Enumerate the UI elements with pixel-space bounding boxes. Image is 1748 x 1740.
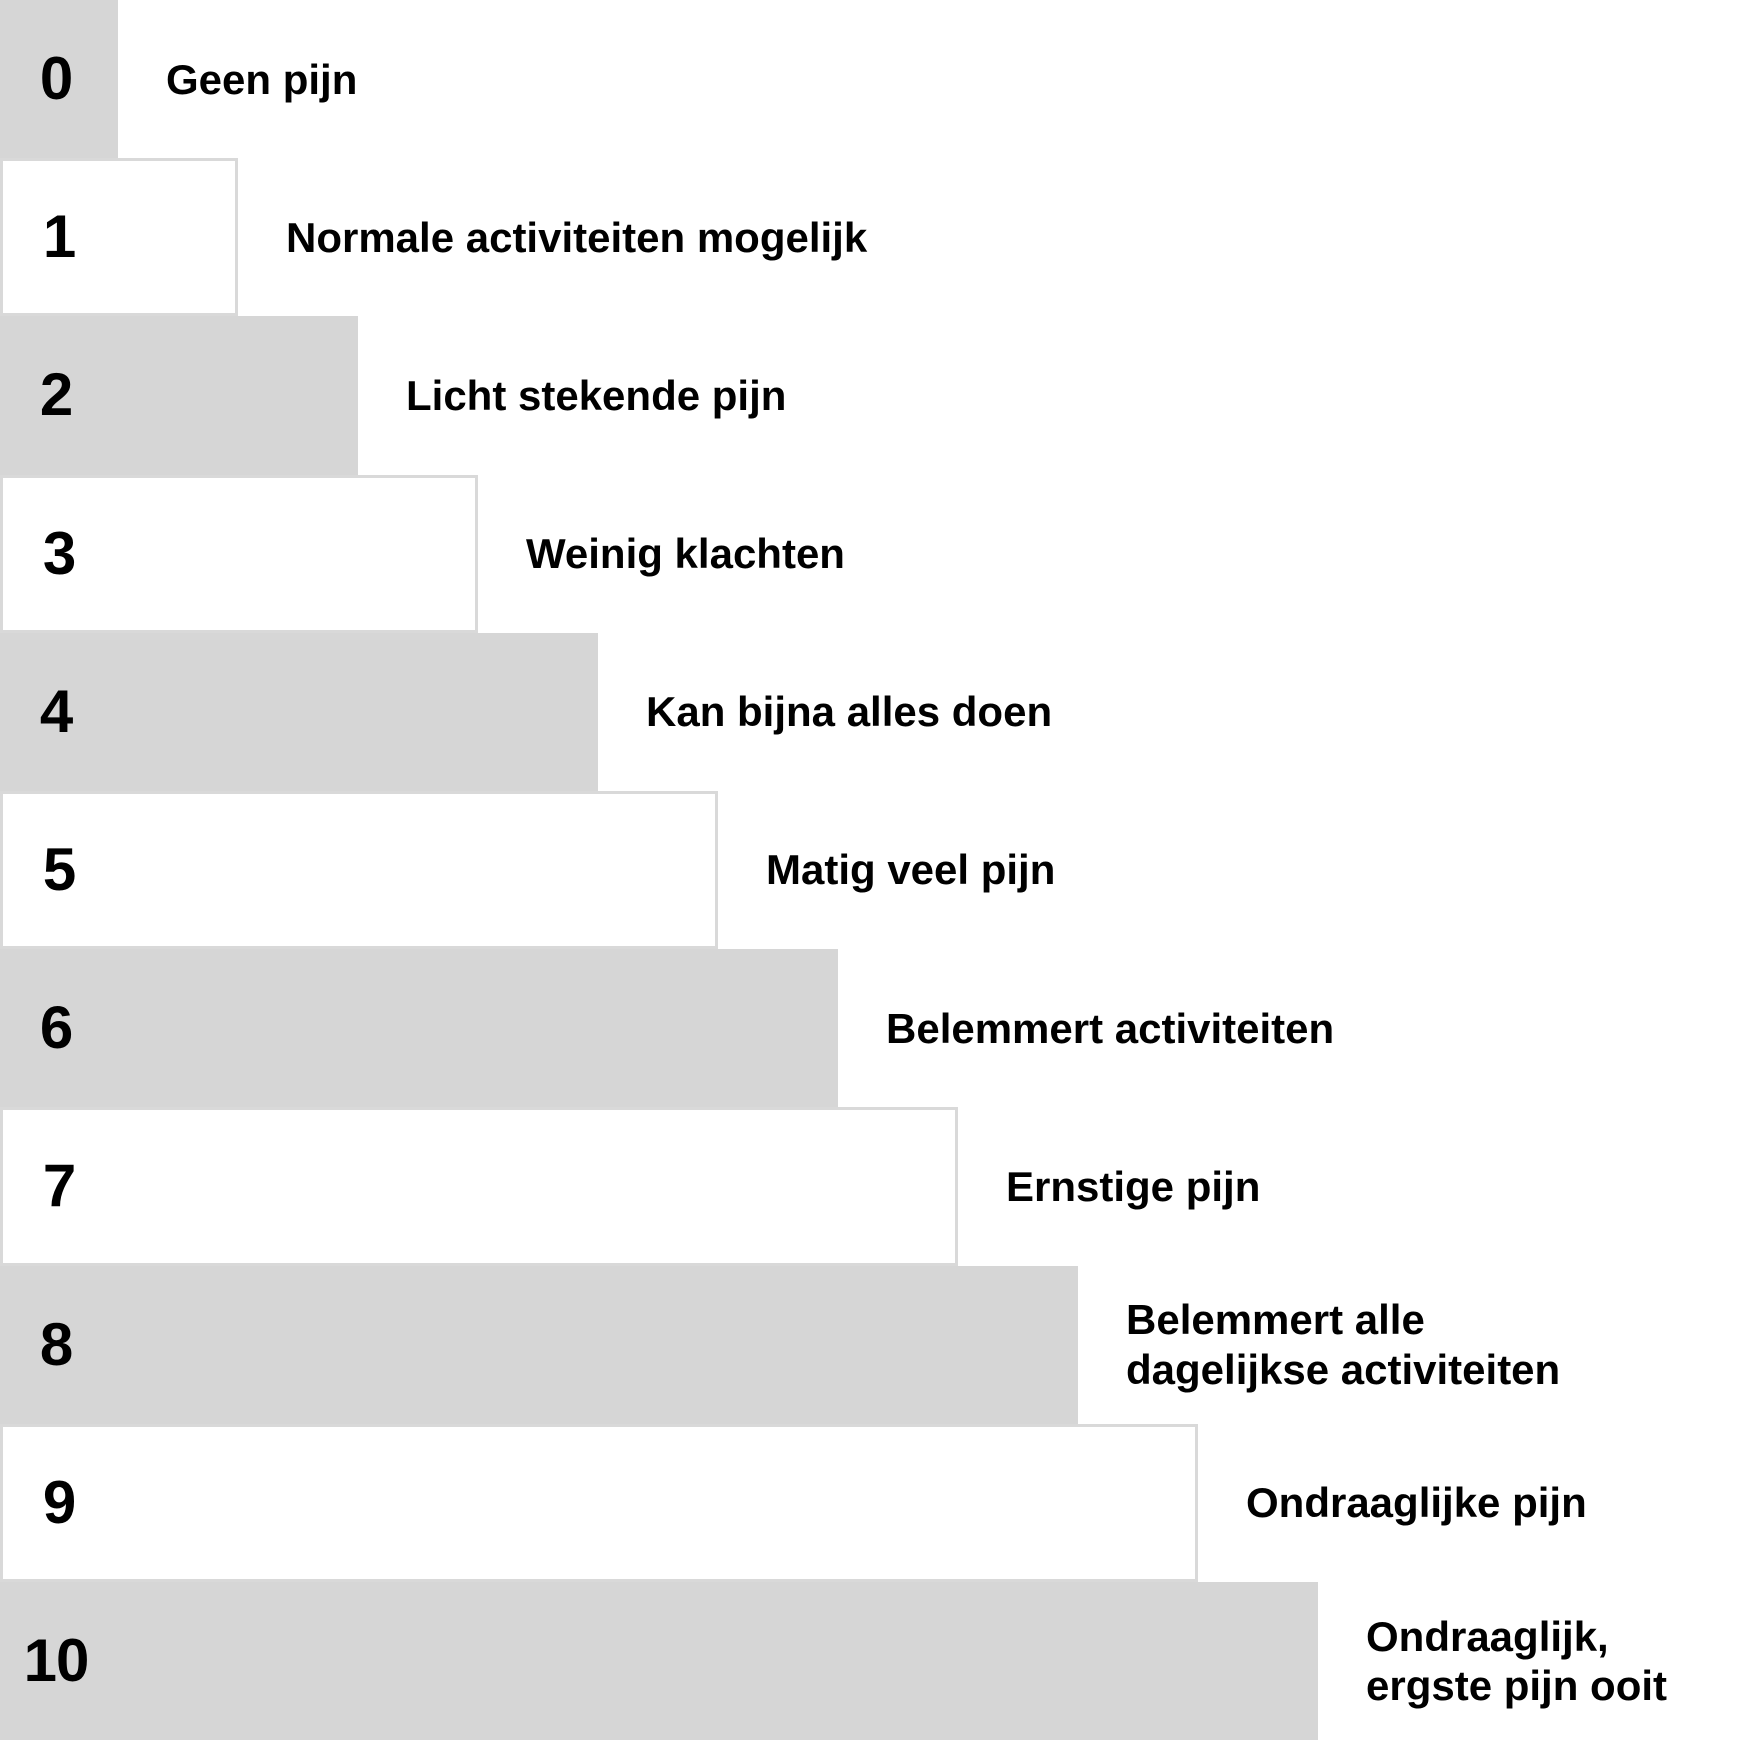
scale-label-8: Belemmert alle dagelijkse activiteiten [1126,1296,1561,1393]
scale-bar-10: 10 [0,1581,1318,1740]
scale-label-6: Belemmert activiteiten [886,1004,1335,1052]
scale-label-10: Ondraaglijk, ergste pijn ooit [1366,1612,1668,1709]
scale-number-0: 0 [39,45,73,113]
scale-row-9: 9 Ondraaglijke pijn [0,1423,1748,1582]
scale-number-5: 5 [42,836,76,904]
scale-row-10: 10 Ondraaglijk, ergste pijn ooit [0,1581,1748,1740]
scale-row-5: 5 Matig veel pijn [0,790,1748,950]
scale-row-4: 4 Kan bijna alles doen [0,632,1748,791]
scale-label-0: Geen pijn [166,55,358,103]
scale-row-7: 7 Ernstige pijn [0,1107,1748,1266]
scale-bar-2: 2 [0,316,358,475]
scale-row-3: 3 Weinig klachten [0,474,1748,633]
scale-label-1: Normale activiteiten mogelijk [286,213,868,261]
scale-number-6: 6 [39,994,73,1062]
scale-label-5: Matig veel pijn [766,846,1056,894]
scale-bar-3: 3 [0,474,478,633]
scale-row-1: 1 Normale activiteiten mogelijk [0,158,1748,317]
scale-bar-0: 0 [0,0,118,159]
scale-row-6: 6 Belemmert activiteiten [0,949,1748,1108]
scale-row-2: 2 Licht stekende pijn [0,316,1748,475]
scale-bar-5: 5 [0,790,718,950]
scale-number-7: 7 [42,1152,76,1220]
scale-number-8: 8 [39,1310,73,1378]
scale-number-9: 9 [42,1468,76,1536]
scale-row-0: 0 Geen pijn [0,0,1748,159]
scale-label-3: Weinig klachten [526,530,845,578]
scale-bar-8: 8 [0,1265,1078,1424]
scale-number-4: 4 [39,677,73,745]
scale-bar-4: 4 [0,632,598,791]
scale-bar-7: 7 [0,1107,958,1266]
scale-bar-6: 6 [0,949,838,1108]
scale-label-4: Kan bijna alles doen [646,688,1053,736]
scale-bar-1: 1 [0,158,238,317]
scale-row-8: 8 Belemmert alle dagelijkse activiteiten [0,1265,1748,1424]
scale-number-3: 3 [42,519,76,587]
scale-number-2: 2 [39,361,73,429]
scale-label-7: Ernstige pijn [1006,1162,1261,1210]
scale-label-9: Ondraaglijke pijn [1246,1479,1587,1527]
scale-number-1: 1 [42,203,76,271]
scale-bar-9: 9 [0,1423,1198,1582]
scale-label-2: Licht stekende pijn [406,371,787,419]
scale-number-10: 10 [23,1626,90,1694]
